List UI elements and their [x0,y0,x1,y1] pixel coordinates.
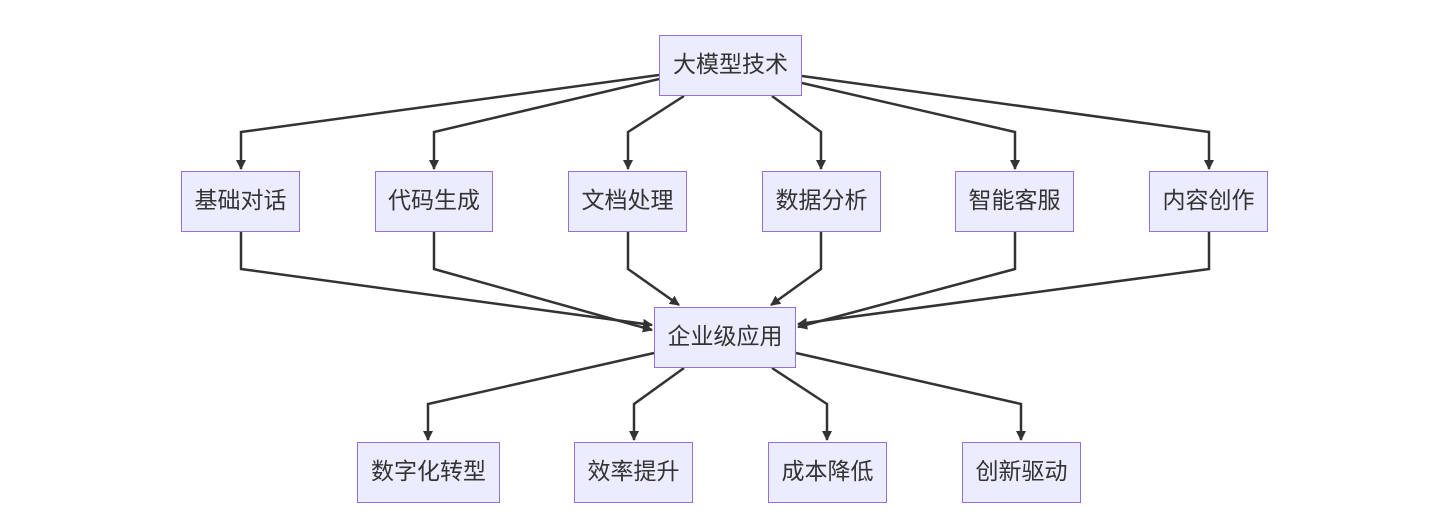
edge-enterprise-to-efficiency [629,366,685,441]
node-service: 智能客服 [955,171,1074,232]
node-data: 数据分析 [762,171,881,232]
edge-core-to-code [429,77,660,170]
edge-core-to-service [801,81,1020,170]
edge-enterprise-to-digital [423,351,655,441]
edge-chat-to-enterprise [239,232,653,329]
edge-code-to-enterprise [432,232,653,333]
edge-enterprise-to-cost [771,366,832,441]
edge-enterprise-to-innovation [795,351,1026,441]
node-core: 大模型技术 [659,35,802,96]
node-efficiency: 效率提升 [574,442,693,503]
edge-content-to-enterprise [797,232,1211,328]
edge-core-to-chat [236,73,660,170]
edge-core-to-content [801,74,1214,170]
node-content: 内容创作 [1149,171,1268,232]
node-digital: 数字化转型 [357,442,500,503]
node-doc: 文档处理 [568,171,687,232]
edge-service-to-enterprise [797,232,1017,330]
node-chat: 基础对话 [181,171,300,232]
node-code: 代码生成 [375,171,493,232]
edge-doc-to-enterprise [626,232,680,307]
edge-data-to-enterprise [770,232,823,307]
node-cost: 成本降低 [768,442,887,503]
node-enterprise: 企业级应用 [654,307,796,368]
edge-core-to-data [771,94,826,170]
edge-core-to-doc [623,94,685,170]
node-innovation: 创新驱动 [962,442,1081,503]
